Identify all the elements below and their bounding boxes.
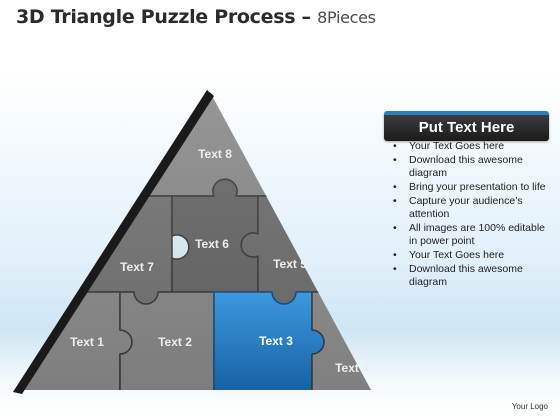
piece-label-4: Text 4 xyxy=(335,361,369,375)
bullet-item: Your Text Goes here xyxy=(387,140,552,153)
piece-label-2: Text 2 xyxy=(158,335,192,349)
piece-label-1: Text 1 xyxy=(70,335,104,349)
bullet-item: Download this awesome diagram xyxy=(387,263,552,289)
triangle-edge xyxy=(13,90,214,394)
title-main: 3D Triangle Puzzle Process xyxy=(16,6,296,28)
bullet-list: Your Text Goes here Download this awesom… xyxy=(387,140,552,290)
piece-label-7: Text 7 xyxy=(120,260,154,274)
title-dash: – xyxy=(295,6,318,28)
piece-label-3: Text 3 xyxy=(259,334,293,348)
piece-label-8: Text 8 xyxy=(198,147,232,161)
page-title: 3D Triangle Puzzle Process – 8Pieces xyxy=(16,6,376,28)
title-sub: 8Pieces xyxy=(317,8,376,27)
bullet-item: Your Text Goes here xyxy=(387,249,552,262)
bullet-item: Capture your audience’s attention xyxy=(387,195,552,221)
piece-label-6: Text 6 xyxy=(195,237,229,251)
triangle-shading xyxy=(18,92,371,390)
bullet-item: Bring your presentation to life xyxy=(387,181,552,194)
panel-header: Put Text Here xyxy=(384,111,549,141)
piece-label-5: Text 5 xyxy=(273,257,307,271)
bullet-item: All images are 100% editable in power po… xyxy=(387,222,552,248)
footer-logo: Your Logo xyxy=(511,402,548,411)
bullet-item: Download this awesome diagram xyxy=(387,154,552,180)
